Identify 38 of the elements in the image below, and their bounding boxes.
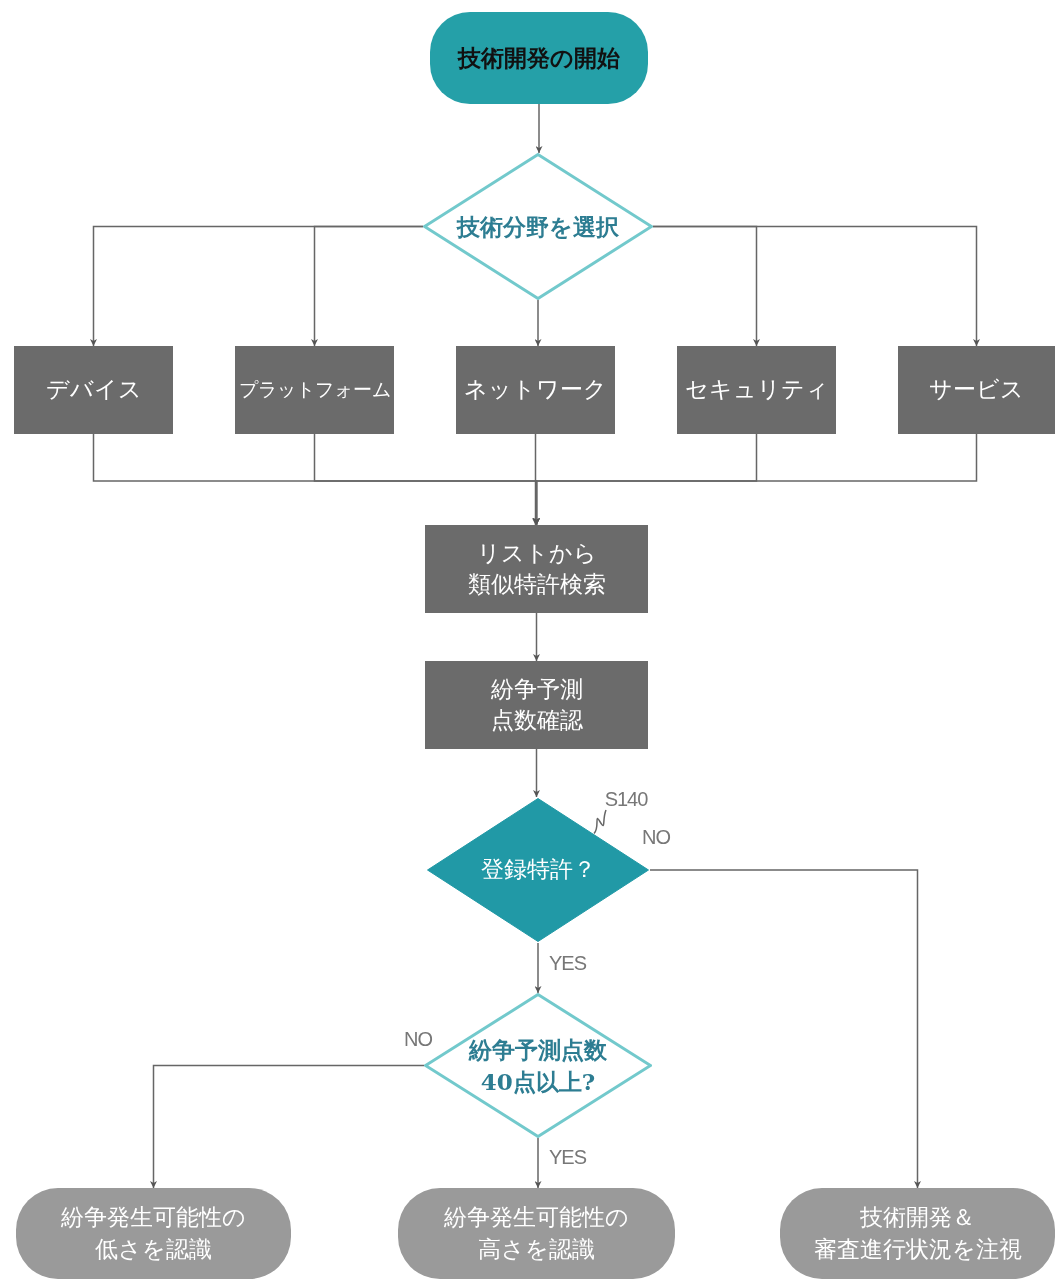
process-box [425, 525, 648, 613]
step-number: S140 [602, 786, 650, 812]
process-box [425, 661, 648, 749]
arrow [532, 433, 539, 526]
arrow [311, 225, 424, 347]
node-text: 登録特許？ [480, 855, 596, 885]
node-text: プラットフォーム [238, 377, 391, 403]
node-text: リストから類似特許検索 [467, 538, 606, 599]
node-text: ネットワーク [464, 375, 607, 405]
node-text: 技術開発の開始 [458, 43, 620, 74]
process-box [677, 346, 836, 434]
node-text: デバイス [45, 375, 142, 405]
arrow [652, 225, 980, 347]
process-box [235, 346, 394, 434]
arrow [150, 1064, 425, 1189]
process-box [898, 346, 1055, 434]
arrow [533, 433, 978, 526]
arrow [533, 612, 540, 662]
end-terminal [780, 1188, 1055, 1279]
arrow [535, 103, 543, 154]
node-text: 技術開発＆審査進行状況を注視 [813, 1203, 1022, 1264]
node-text: 紛争発生可能性の低さを認識 [61, 1203, 246, 1264]
node-text: サービス [929, 375, 1024, 405]
process-box [14, 346, 173, 434]
leader-line [593, 809, 607, 835]
decision-diamond [423, 153, 653, 300]
start-terminal [430, 12, 648, 104]
node-text: 紛争予測点数40点以上? [469, 1035, 607, 1097]
arrow [534, 942, 542, 994]
arrow [533, 748, 540, 798]
node-text: セキュリティ [684, 375, 829, 405]
arrow [649, 869, 921, 1189]
node-text: 紛争発生可能性の高さを認識 [444, 1203, 629, 1264]
process-box [456, 346, 615, 434]
node-text: 紛争予測点数確認 [490, 674, 583, 735]
arrow [534, 1137, 542, 1189]
arrow [534, 299, 542, 347]
node-text: 技術分野を選択 [457, 211, 619, 242]
